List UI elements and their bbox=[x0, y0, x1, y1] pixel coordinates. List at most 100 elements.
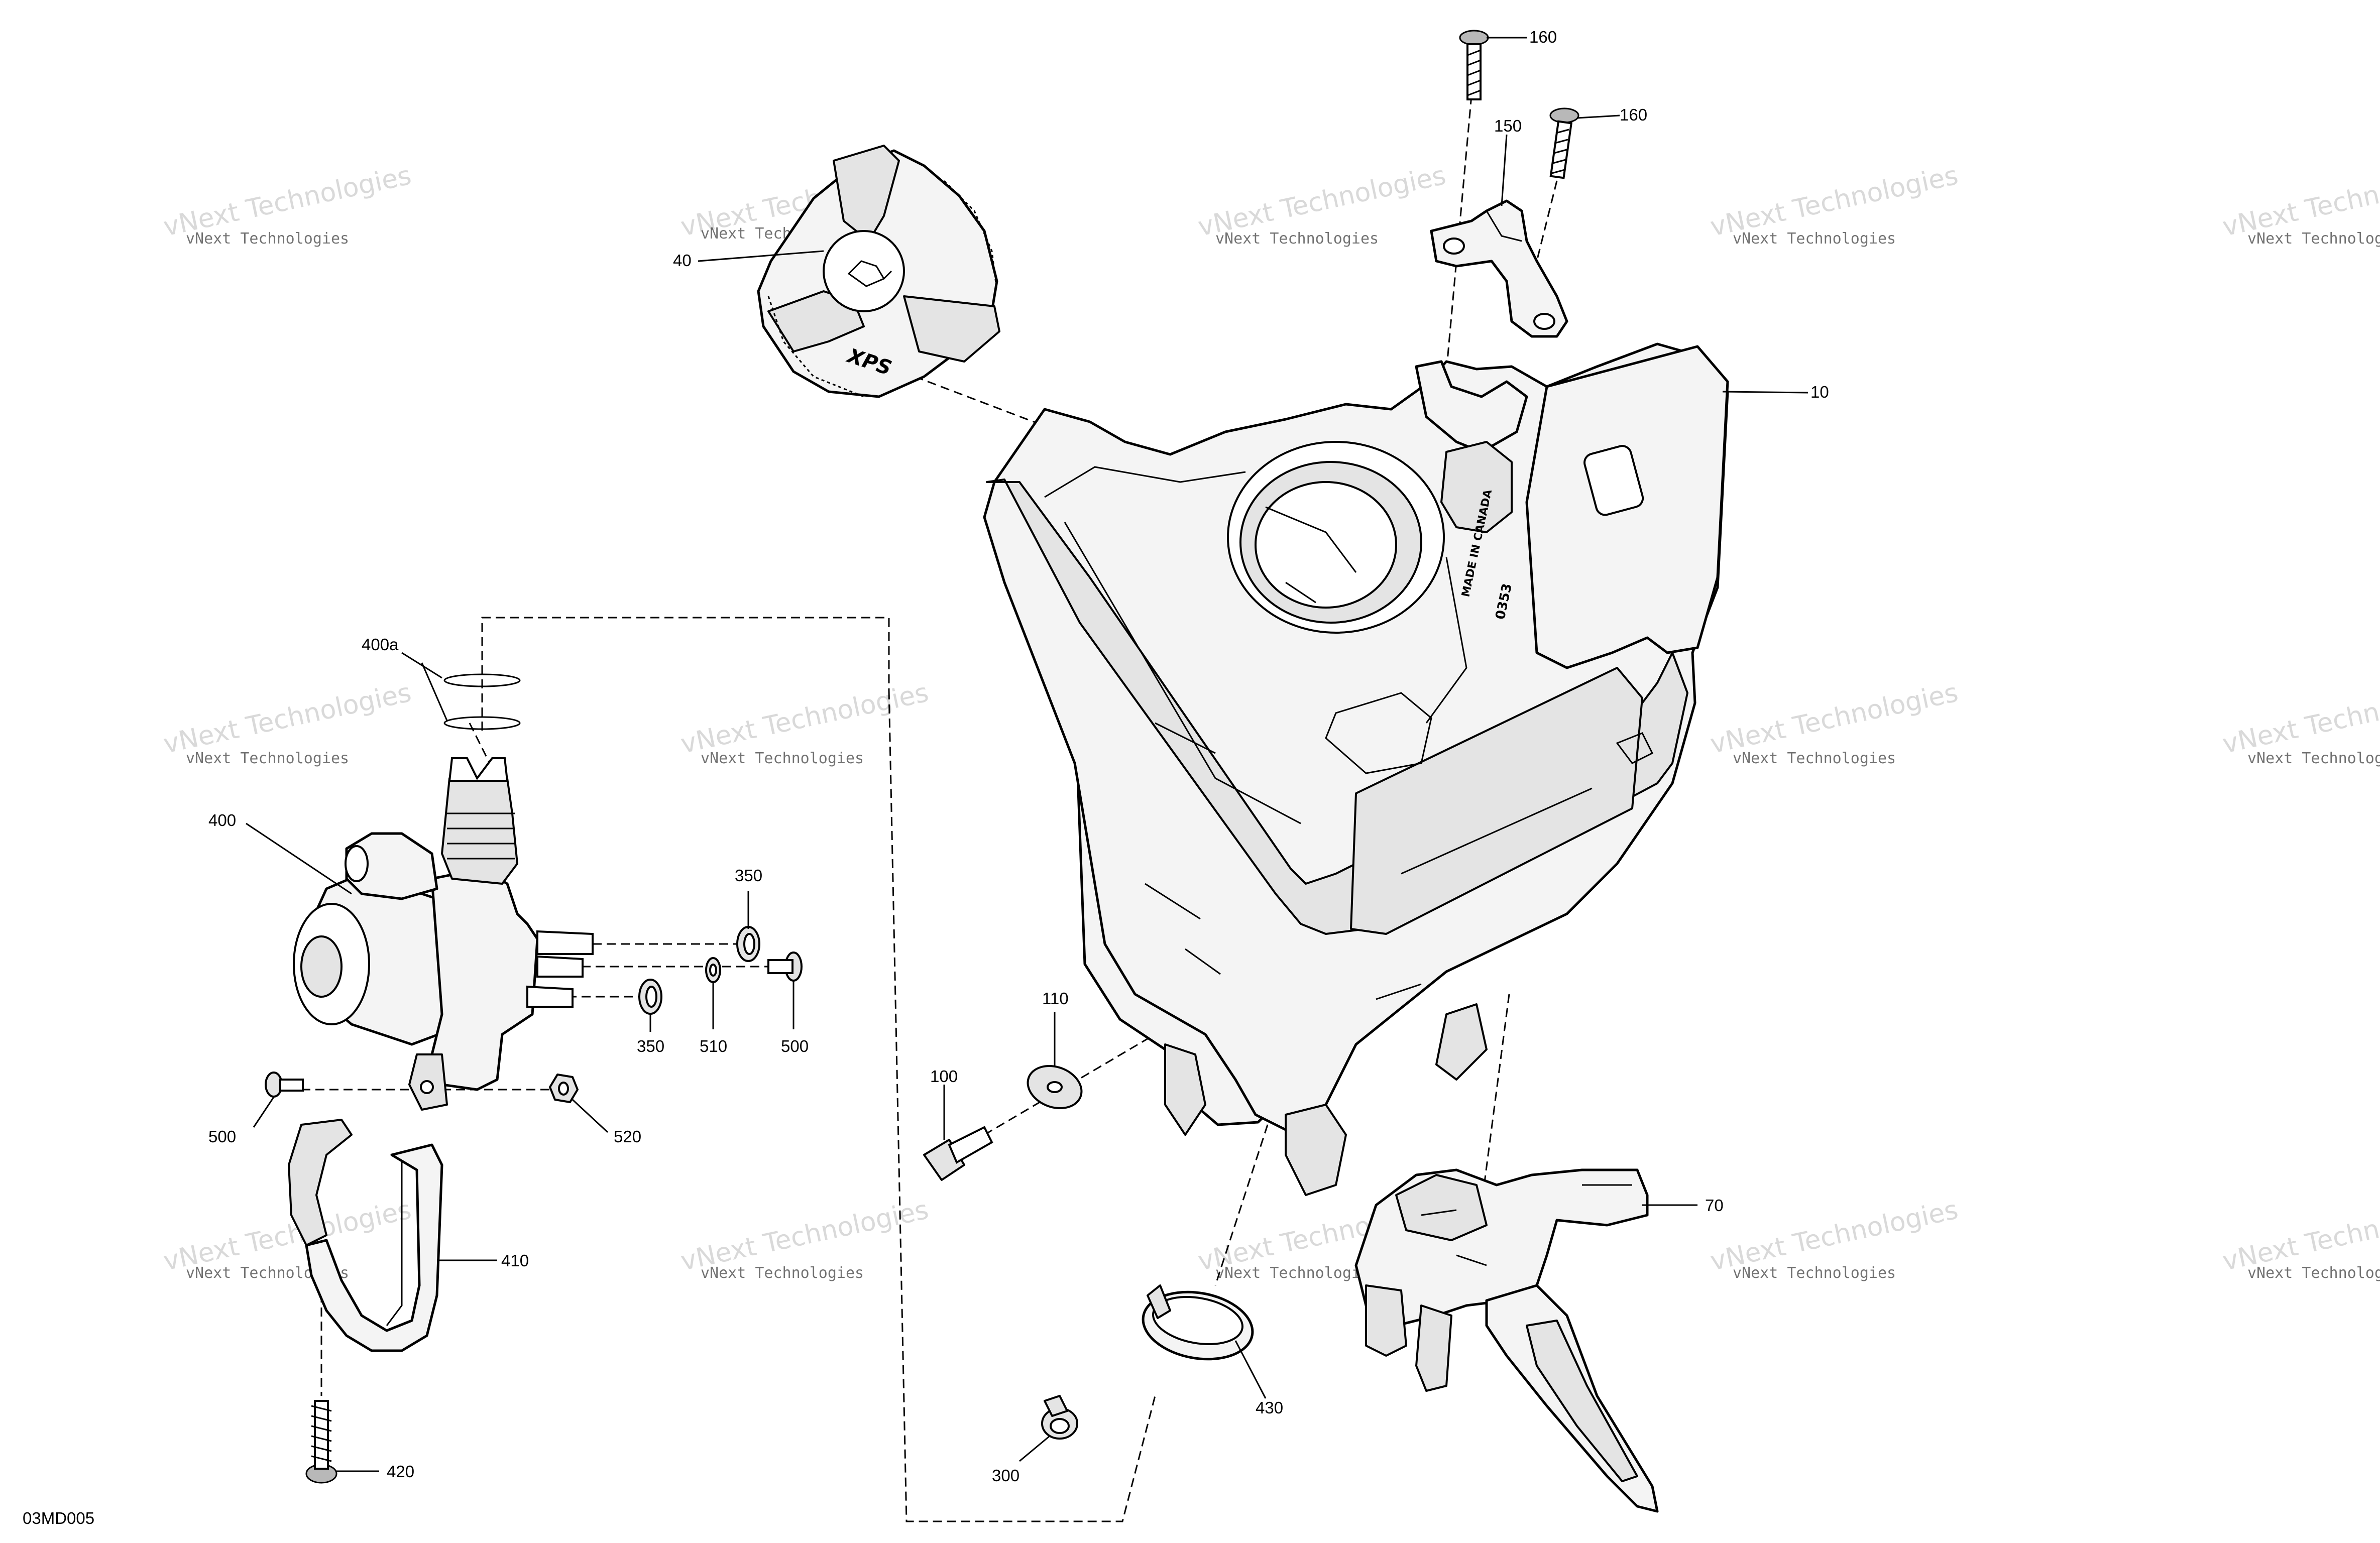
cap-wing bbox=[767, 290, 865, 352]
screw-part-420 bbox=[305, 1400, 337, 1484]
clamp-opening bbox=[1050, 1418, 1070, 1434]
clamp-part-430 bbox=[1142, 1284, 1254, 1361]
callout-400a: 400a bbox=[362, 635, 399, 654]
watermark-small-text: vNext Technologies bbox=[2247, 1264, 2380, 1282]
tank-underside-fin bbox=[1164, 1043, 1206, 1136]
watermark-large-text: vNext Technologies bbox=[2220, 678, 2380, 760]
watermark: vNext Technologies bbox=[161, 678, 414, 760]
callout-160: 160 bbox=[1620, 105, 1647, 124]
tank-crease-line bbox=[1401, 787, 1593, 875]
strap-part-410 bbox=[288, 1119, 443, 1352]
watermark-small-text: vNext Technologies bbox=[1733, 230, 1896, 248]
tank-crease-line bbox=[1325, 692, 1432, 774]
bracket-part-70 bbox=[1354, 1168, 1659, 1513]
leader-lines bbox=[246, 37, 1808, 1472]
washer-hole bbox=[709, 964, 717, 977]
tank-mounting-boss bbox=[1415, 360, 1528, 453]
leader-line-520 bbox=[572, 1099, 609, 1133]
callout-520: 520 bbox=[614, 1127, 641, 1146]
tank-crease-line bbox=[1616, 732, 1654, 764]
callout-70: 70 bbox=[1705, 1196, 1724, 1215]
screw-thread bbox=[311, 1405, 332, 1462]
leader-line-300 bbox=[1019, 1435, 1050, 1462]
tank-crease-line bbox=[1044, 466, 1246, 498]
tank-filler-neck-inner bbox=[1255, 481, 1397, 609]
bracket-hole bbox=[1443, 238, 1465, 255]
leader-line-40 bbox=[698, 250, 824, 262]
diagram-code: 03MD005 bbox=[23, 1509, 94, 1527]
callout-430: 430 bbox=[1256, 1398, 1283, 1417]
watermark-small-text: vNext Technologies bbox=[701, 750, 864, 767]
watermark-large-text: vNext Technologies bbox=[1708, 678, 1961, 760]
o-ring bbox=[443, 673, 521, 687]
bolt-shank bbox=[279, 1079, 304, 1092]
callout-500-right: 500 bbox=[781, 1037, 809, 1055]
clamp-part-300 bbox=[1041, 1395, 1078, 1440]
pump-connector-opening bbox=[345, 845, 369, 882]
watermark-small-text: vNext Technologies bbox=[701, 1264, 864, 1282]
tank-crease-line bbox=[1185, 948, 1221, 975]
clamp-ring-inner bbox=[645, 986, 657, 1008]
cap-wing bbox=[903, 295, 1000, 363]
tank-crease-line bbox=[1064, 522, 1301, 824]
callout-110: 110 bbox=[1042, 989, 1069, 1008]
oil-tank-part-10: MADE IN CANADA 0353 bbox=[983, 342, 1729, 1196]
tank-underside-fin bbox=[1285, 1104, 1347, 1196]
bracket-detail-line bbox=[1421, 1184, 1632, 1266]
tank-mounting-post bbox=[1440, 441, 1513, 533]
bracket-part-150 bbox=[1430, 199, 1568, 338]
callout-420: 420 bbox=[387, 1462, 414, 1481]
watermark-large-text: vNext Technologies bbox=[678, 678, 931, 760]
strap-hook bbox=[288, 1119, 353, 1246]
pump-motor-shaft bbox=[300, 935, 343, 998]
watermark-small-text: vNext Technologies bbox=[1733, 750, 1896, 767]
screw-part-160-b bbox=[1549, 107, 1579, 179]
pump-body bbox=[430, 867, 539, 1091]
callout-40: 40 bbox=[673, 251, 692, 270]
bracket-hole bbox=[1533, 313, 1555, 330]
callout-160-top: 160 bbox=[1529, 28, 1557, 46]
bolt-part-500-b bbox=[265, 1072, 304, 1098]
screw-head bbox=[1549, 107, 1579, 124]
leader-line-400 bbox=[246, 822, 352, 895]
screw-thread bbox=[1467, 49, 1481, 96]
leader-line-10 bbox=[1722, 391, 1808, 394]
bolt-shank bbox=[767, 959, 794, 974]
watermark-large-text: vNext Technologies bbox=[161, 678, 414, 760]
screw-head bbox=[1459, 30, 1489, 46]
leader-line-160b bbox=[1576, 114, 1620, 119]
pump-mount-hole bbox=[420, 1080, 434, 1094]
watermark-small-text: vNext Technologies bbox=[186, 230, 349, 248]
pump-inlet-stack bbox=[441, 777, 518, 885]
clamp-band-inner bbox=[1152, 1296, 1243, 1345]
screw-part-160-a bbox=[1459, 30, 1489, 100]
hose-clamp-part-350-b bbox=[638, 979, 662, 1015]
strap-band bbox=[305, 1143, 443, 1352]
watermark: vNext Technologies bbox=[1708, 678, 1961, 760]
clamp-tab bbox=[1147, 1284, 1171, 1319]
tank-underside-fin bbox=[1435, 1003, 1488, 1081]
nut-part-520 bbox=[549, 1074, 579, 1103]
watermark: vNext Technologies bbox=[678, 678, 931, 760]
leader-line-500b bbox=[253, 1097, 275, 1128]
washer-part-510 bbox=[705, 957, 721, 983]
washer-part-110 bbox=[1027, 1064, 1083, 1110]
tank-crease-line bbox=[1376, 983, 1422, 1000]
bracket-body bbox=[1430, 199, 1568, 338]
tank-to-bracket-dashed-line bbox=[1481, 994, 1510, 1206]
screw-shank bbox=[1549, 120, 1573, 179]
tank-crease-line bbox=[1425, 557, 1467, 724]
cap-center-disc bbox=[823, 230, 905, 312]
watermark: vNext Technologies bbox=[2220, 678, 2380, 760]
oil-pump-part-400 bbox=[293, 757, 594, 1111]
bracket-tongue-shade bbox=[1526, 1320, 1638, 1482]
leader-line-150 bbox=[1501, 134, 1508, 206]
pump-electrical-connector bbox=[345, 832, 438, 900]
callout-labels: 160 160 150 10 40 400a 400 350 350 510 5… bbox=[208, 28, 1829, 1485]
leader-line-430 bbox=[1234, 1340, 1267, 1399]
pump-inlet-ribs bbox=[447, 812, 515, 860]
clamp-ear bbox=[1044, 1395, 1068, 1417]
cap-knurl-edge bbox=[767, 296, 864, 398]
tank-front-panel bbox=[1350, 667, 1643, 935]
